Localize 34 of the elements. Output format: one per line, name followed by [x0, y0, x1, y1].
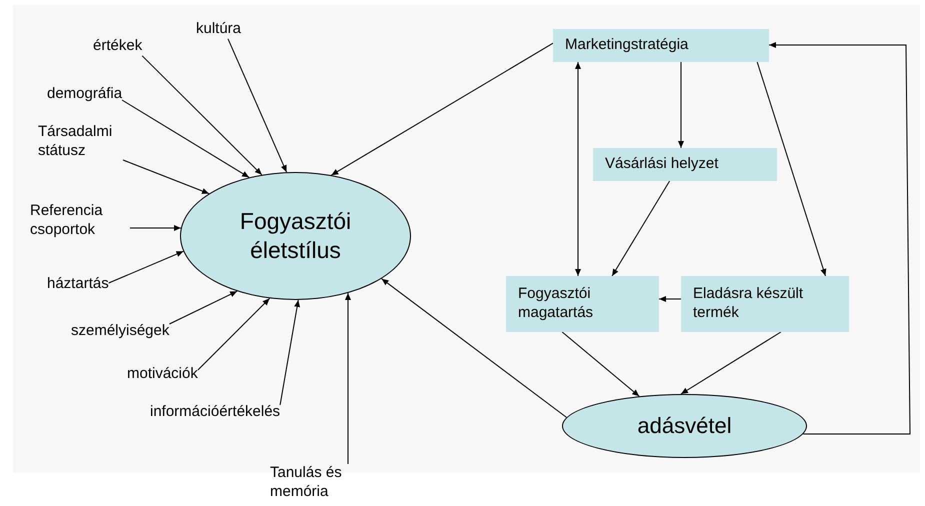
arrow	[381, 278, 567, 418]
factor-label: kultúra	[196, 20, 242, 39]
arrow	[197, 298, 270, 370]
arrow	[122, 160, 210, 194]
factor-label: Társadalmi státusz	[38, 123, 123, 160]
arrow	[130, 225, 182, 231]
arrow	[168, 290, 238, 324]
arrow	[122, 100, 250, 178]
factor-label: Tanulás és memória	[270, 464, 362, 502]
arrow	[756, 62, 826, 276]
arrow	[612, 180, 670, 276]
process-box: Eladásra készült termék	[681, 276, 849, 332]
factor-label: demográfia	[47, 85, 122, 104]
arrow	[678, 62, 684, 148]
factor-label: személyiségek	[71, 322, 170, 341]
arrow	[658, 296, 682, 302]
arrow	[680, 332, 782, 394]
arrow	[345, 292, 351, 464]
factor-label: motivációk	[127, 365, 198, 384]
factor-label: háztartás	[47, 275, 109, 294]
process-box: Fogyasztói magatartás	[506, 276, 659, 332]
factor-label: Referencia csoportok	[30, 202, 130, 240]
factor-label: információértékelés	[150, 403, 280, 422]
arrow	[142, 55, 262, 176]
arrow	[108, 250, 184, 284]
factor-label: értékek	[93, 37, 142, 56]
arrow	[280, 300, 300, 406]
process-box: Marketingstratégia	[553, 29, 769, 62]
arrow	[575, 62, 581, 276]
arrow	[768, 42, 910, 434]
arrow	[330, 42, 554, 176]
arrow	[562, 332, 640, 397]
process-box: Vásárlási helyzet	[593, 148, 777, 181]
arrow	[228, 38, 288, 173]
